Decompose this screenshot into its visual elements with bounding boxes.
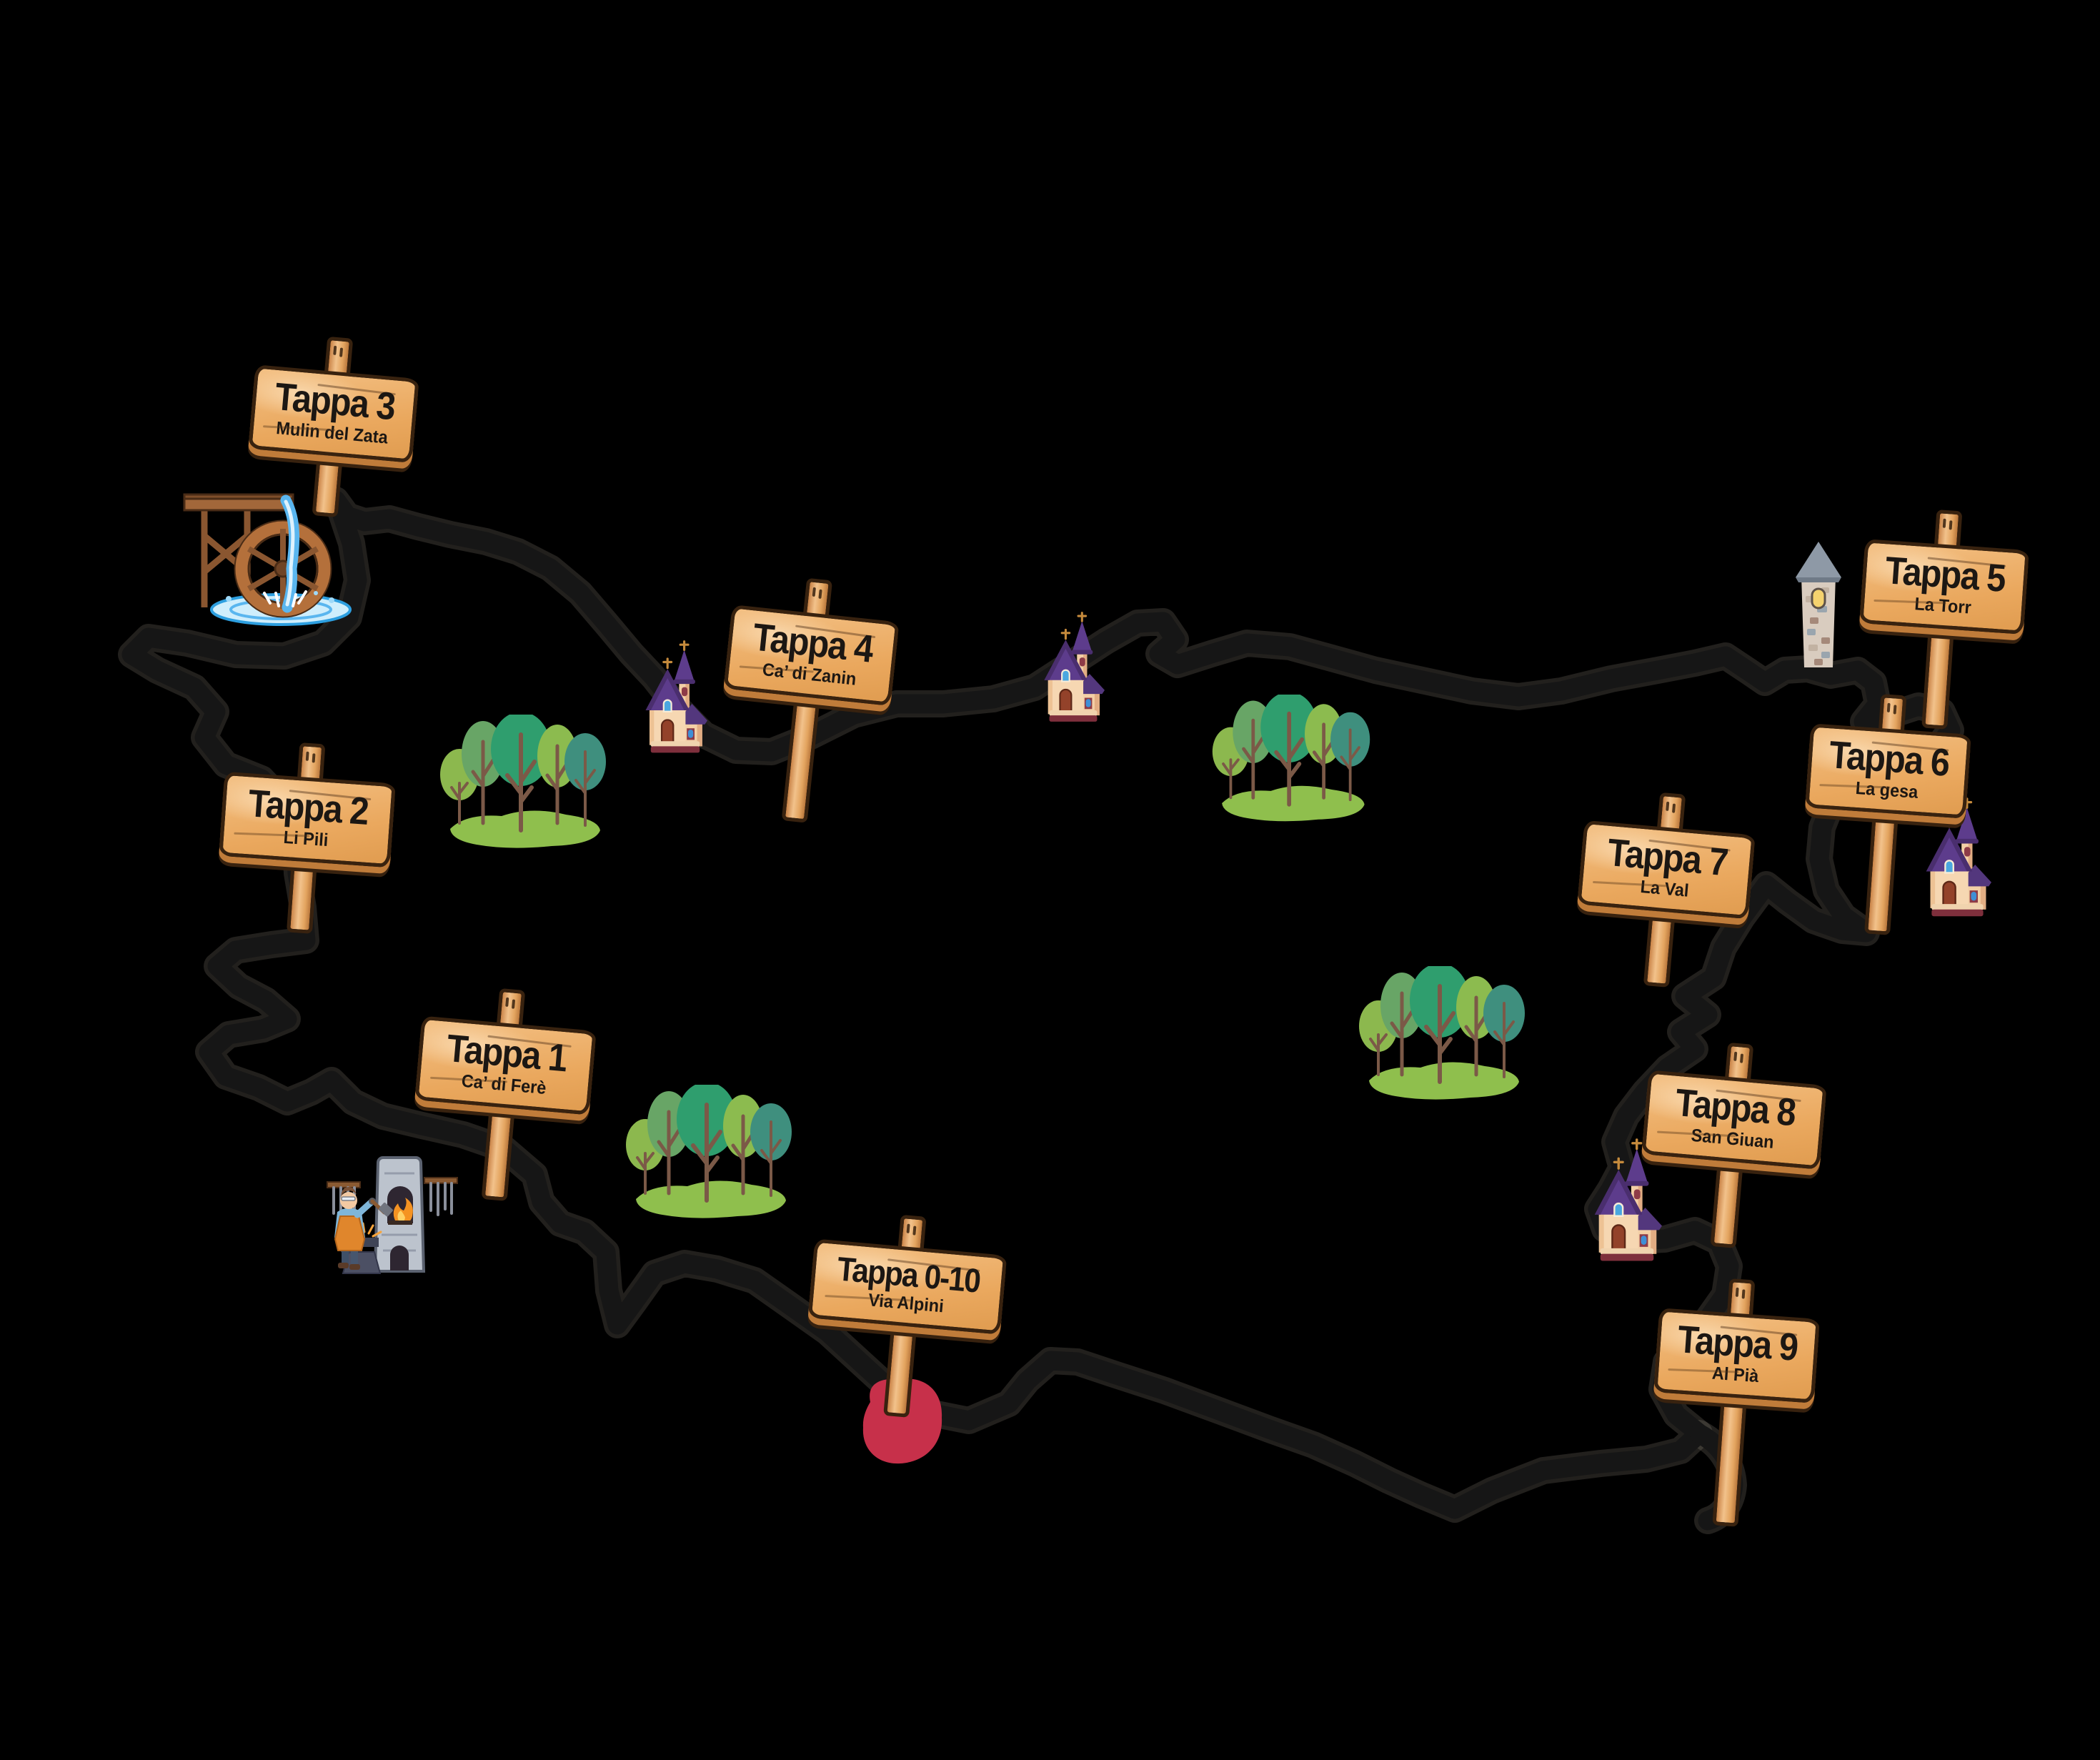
sign-board: Tappa 1 Ca’ di Ferè	[414, 1015, 597, 1115]
sign-board: Tappa 6 La gesa	[1805, 723, 1971, 820]
sign-board: Tappa 4 Ca’ di Zanin	[723, 605, 900, 707]
stop-tappa-0-10: Tappa 0-10 Via Alpini	[807, 1214, 1007, 1418]
stop-tappa-7: Tappa 7 La Val	[1577, 792, 1756, 988]
stop-title: Tappa 9	[1676, 1318, 1799, 1369]
stop-tappa-2: Tappa 2 Li Pili	[219, 742, 396, 934]
sign-board: Tappa 5 La Torr	[1859, 539, 2029, 635]
sign-board: Tappa 2 Li Pili	[219, 771, 396, 868]
stop-tappa-3: Tappa 3 Mulin del Zata	[248, 336, 419, 518]
sign-board: Tappa 9 Al Pià	[1653, 1308, 1820, 1404]
forest-icon	[1359, 963, 1525, 1100]
stop-tappa-9: Tappa 9 Al Pià	[1653, 1278, 1820, 1527]
sign-board: Tappa 7 La Val	[1577, 820, 1756, 920]
forest-icon	[440, 712, 606, 848]
church-icon	[1042, 612, 1105, 723]
blacksmith-forge-icon	[327, 1156, 458, 1274]
church-icon	[645, 640, 708, 754]
stop-title: Tappa 5	[1883, 549, 2006, 600]
stop-tappa-8: Tappa 8 San Giuan	[1641, 1042, 1827, 1248]
start-marker-icon	[862, 1378, 942, 1464]
sign-board: Tappa 3 Mulin del Zata	[248, 364, 419, 464]
stop-tappa-4: Tappa 4 Ca’ di Zanin	[723, 577, 900, 823]
forest-icon	[626, 1082, 792, 1218]
sign-board: Tappa 8 San Giuan	[1641, 1070, 1827, 1170]
stone-tower-icon	[1794, 540, 1843, 669]
watermill-icon	[183, 493, 352, 626]
forest-icon	[1213, 692, 1370, 821]
stop-title: Tappa 6	[1828, 733, 1951, 785]
stop-title: Tappa 2	[247, 782, 369, 833]
sign-board: Tappa 0-10 Via Alpini	[807, 1238, 1007, 1335]
stop-tappa-1: Tappa 1 Ca’ di Ferè	[414, 988, 597, 1201]
stop-tappa-5: Tappa 5 La Torr	[1859, 509, 2029, 730]
stop-tappa-6: Tappa 6 La gesa	[1805, 694, 1971, 935]
